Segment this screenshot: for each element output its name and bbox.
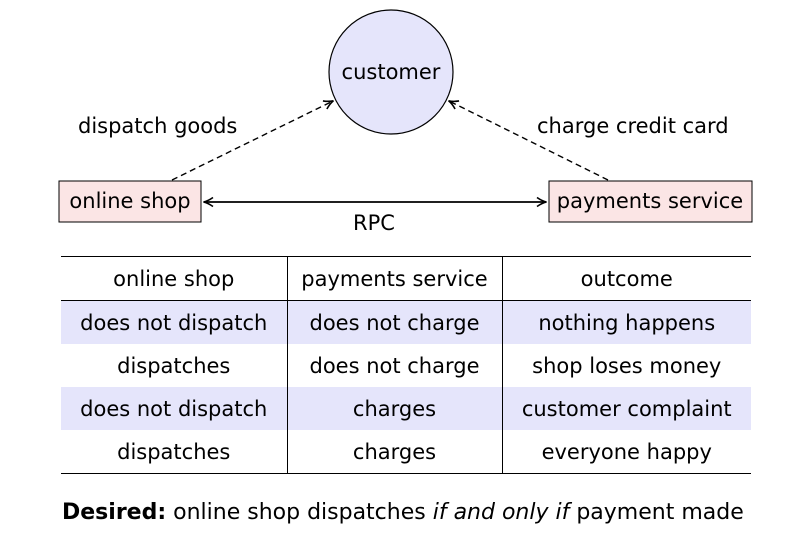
table-cell: dispatches — [117, 353, 231, 378]
online-shop-label: online shop — [69, 189, 190, 213]
table-cell: shop loses money — [501, 344, 751, 387]
table-cell: does not charge — [286, 344, 502, 387]
desired-text-end: payment made — [576, 500, 744, 525]
table-cell: customer complaint — [501, 387, 751, 430]
rpc-label: RPC — [353, 211, 395, 235]
table-cell: does not dispatch — [61, 300, 287, 344]
table-row: dispatches does not charge shop loses mo… — [61, 344, 751, 387]
customer-label: customer — [342, 60, 441, 84]
dispatch-goods-arrow — [171, 99, 334, 181]
desired-statement: Desired: online shop dispatches if and o… — [62, 500, 744, 525]
payments-service-label: payments service — [557, 189, 743, 213]
desired-emphasis: if and only if — [432, 500, 570, 525]
charge-credit-card-label: charge credit card — [537, 114, 729, 138]
table-row: does not dispatch does not charge nothin… — [61, 300, 751, 344]
outcome-table: online shop payments service outcome doe… — [61, 256, 751, 474]
table-cell: charges — [286, 430, 502, 474]
dispatch-goods-label: dispatch goods — [78, 114, 237, 138]
desired-label: Desired: — [62, 500, 167, 525]
desired-text-start: online shop dispatches — [173, 500, 426, 525]
table-header-row: online shop payments service outcome — [61, 256, 751, 301]
table-row: does not dispatch charges customer compl… — [61, 387, 751, 430]
table-cell: everyone happy — [501, 430, 751, 474]
table-cell: dispatches — [117, 439, 231, 464]
payments-service-node: payments service — [548, 180, 753, 223]
table-row: dispatches charges everyone happy — [61, 430, 751, 474]
header-payments-service: payments service — [286, 256, 502, 301]
diagram: customer online shop payments service di… — [58, 9, 753, 235]
charge-credit-card-arrow — [448, 99, 609, 181]
online-shop-node: online shop — [58, 180, 202, 223]
table-cell: nothing happens — [501, 300, 751, 344]
table-cell: does not charge — [286, 300, 502, 344]
table-cell: charges — [286, 387, 502, 430]
customer-node: customer — [328, 9, 454, 135]
table-cell: does not dispatch — [61, 387, 287, 430]
header-outcome: outcome — [501, 256, 751, 301]
header-online-shop: online shop — [113, 266, 235, 291]
